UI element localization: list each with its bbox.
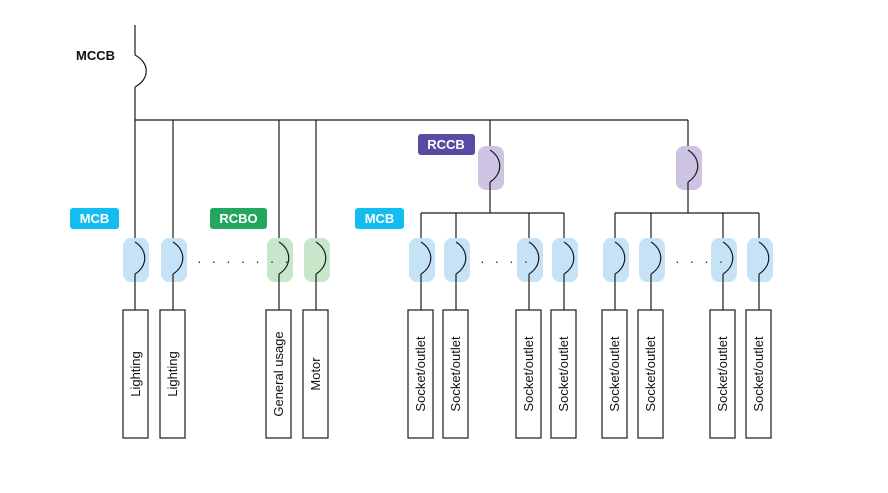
mcb-symbol bbox=[134, 241, 146, 275]
load-box bbox=[407, 309, 434, 439]
rccb-tag: RCCB bbox=[418, 134, 475, 155]
load-label-lighting-1: Lighting bbox=[128, 351, 143, 397]
load-label-general-usage: General usage bbox=[271, 331, 286, 416]
mcb-symbol bbox=[455, 241, 467, 275]
rccb-2 bbox=[676, 146, 702, 190]
load-box bbox=[709, 309, 736, 439]
mcb-lighting-2 bbox=[161, 238, 187, 282]
load-label-socket-1: Socket/outlet bbox=[413, 336, 428, 412]
load-label-socket-3: Socket/outlet bbox=[521, 336, 536, 412]
load-lighting-2: Lighting bbox=[159, 309, 186, 439]
load-socket-3: Socket/outlet bbox=[515, 309, 542, 439]
load-label-motor: Motor bbox=[308, 357, 323, 391]
load-socket-2: Socket/outlet bbox=[442, 309, 469, 439]
load-box bbox=[265, 309, 292, 439]
mcb-lighting-1 bbox=[123, 238, 149, 282]
mcb-symbol bbox=[420, 241, 432, 275]
load-general-usage: General usage bbox=[265, 309, 292, 439]
load-box bbox=[745, 309, 772, 439]
rcbo-general bbox=[267, 238, 293, 282]
load-socket-6: Socket/outlet bbox=[637, 309, 664, 439]
rcbo-tag: RCBO bbox=[210, 208, 267, 229]
mcb-tag-left-background bbox=[70, 208, 119, 229]
mcb-socket-6 bbox=[639, 238, 665, 282]
mcb-socket-4 bbox=[552, 238, 578, 282]
mcb-socket-5 bbox=[603, 238, 629, 282]
rccb-tag-background bbox=[418, 134, 475, 155]
mcb-tag-left: MCB bbox=[70, 208, 119, 229]
rccb-1-symbol bbox=[489, 149, 501, 183]
mccb-label: MCCB bbox=[76, 48, 115, 63]
load-socket-4: Socket/outlet bbox=[550, 309, 577, 439]
mcb-symbol bbox=[650, 241, 662, 275]
mcb-tag-left-label: MCB bbox=[80, 211, 110, 226]
mcb-symbol bbox=[758, 241, 770, 275]
ellipsis-middle: · · · · bbox=[480, 253, 531, 269]
load-label-socket-6: Socket/outlet bbox=[643, 336, 658, 412]
rcbo-tag-label: RCBO bbox=[219, 211, 257, 226]
load-box bbox=[122, 309, 149, 439]
mcb-symbol bbox=[614, 241, 626, 275]
load-socket-8: Socket/outlet bbox=[745, 309, 772, 439]
load-socket-5: Socket/outlet bbox=[601, 309, 628, 439]
ellipsis-right: · · · · bbox=[675, 253, 726, 269]
rcbo-motor bbox=[304, 238, 330, 282]
load-box bbox=[515, 309, 542, 439]
load-box bbox=[637, 309, 664, 439]
load-motor: Motor bbox=[302, 309, 329, 439]
mcb-symbol bbox=[722, 241, 734, 275]
load-box bbox=[550, 309, 577, 439]
mcb-socket-1 bbox=[409, 238, 435, 282]
load-socket-1: Socket/outlet bbox=[407, 309, 434, 439]
mcb-socket-2 bbox=[444, 238, 470, 282]
mcb-socket-3 bbox=[517, 238, 543, 282]
load-label-socket-4: Socket/outlet bbox=[556, 336, 571, 412]
load-box bbox=[159, 309, 186, 439]
rcbo-symbol bbox=[315, 241, 327, 275]
rccb-2-symbol bbox=[687, 149, 699, 183]
rccb-tag-label: RCCB bbox=[427, 137, 465, 152]
mcb-tag-right: MCB bbox=[355, 208, 404, 229]
load-socket-7: Socket/outlet bbox=[709, 309, 736, 439]
load-box bbox=[442, 309, 469, 439]
mcb-symbol bbox=[563, 241, 575, 275]
load-label-socket-8: Socket/outlet bbox=[751, 336, 766, 412]
rcbo-tag-background bbox=[210, 208, 267, 229]
mcb-symbol bbox=[528, 241, 540, 275]
rccb-1 bbox=[478, 146, 504, 190]
rcbo-symbol bbox=[278, 241, 290, 275]
ellipsis-left: · · · · · · · bbox=[197, 253, 292, 269]
mcb-tag-right-label: MCB bbox=[365, 211, 395, 226]
load-label-lighting-2: Lighting bbox=[165, 351, 180, 397]
mcb-socket-8 bbox=[747, 238, 773, 282]
load-label-socket-7: Socket/outlet bbox=[715, 336, 730, 412]
load-box bbox=[302, 309, 329, 439]
load-box bbox=[601, 309, 628, 439]
mcb-symbol bbox=[172, 241, 184, 275]
load-label-socket-5: Socket/outlet bbox=[607, 336, 622, 412]
mccb-breaker-symbol bbox=[134, 54, 147, 88]
load-lighting-1: Lighting bbox=[122, 309, 149, 439]
load-label-socket-2: Socket/outlet bbox=[448, 336, 463, 412]
mcb-tag-right-background bbox=[355, 208, 404, 229]
mcb-socket-7 bbox=[711, 238, 737, 282]
